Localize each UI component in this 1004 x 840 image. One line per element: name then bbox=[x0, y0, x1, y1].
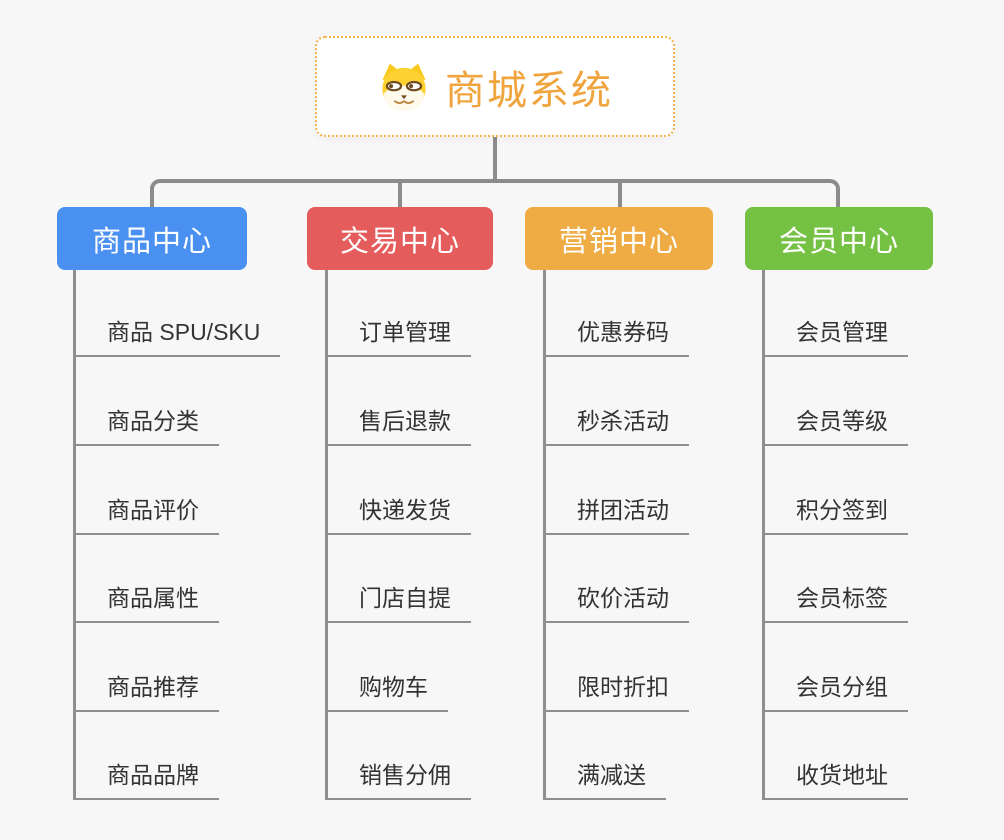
leaf-node[interactable]: 销售分佣 bbox=[325, 761, 471, 800]
branch-trunk-line bbox=[543, 270, 546, 800]
connector-branch-drop bbox=[618, 183, 622, 207]
leaf-node[interactable]: 商品 SPU/SKU bbox=[73, 318, 281, 357]
leaf-node[interactable]: 快递发货 bbox=[325, 496, 471, 535]
leaf-node[interactable]: 购物车 bbox=[325, 673, 448, 712]
leaf-node[interactable]: 会员等级 bbox=[762, 407, 908, 446]
leaf-node[interactable]: 商品推荐 bbox=[73, 673, 219, 712]
branch-node-3[interactable]: 营销中心 bbox=[525, 207, 713, 270]
leaf-node[interactable]: 限时折扣 bbox=[543, 673, 689, 712]
leaf-node[interactable]: 会员管理 bbox=[762, 318, 908, 357]
shiba-dog-icon bbox=[382, 63, 426, 111]
branch-node-1[interactable]: 商品中心 bbox=[57, 207, 247, 270]
leaf-node[interactable]: 商品品牌 bbox=[73, 761, 219, 800]
leaf-node[interactable]: 订单管理 bbox=[325, 318, 471, 357]
leaf-node[interactable]: 商品分类 bbox=[73, 407, 219, 446]
branch-trunk-line bbox=[325, 270, 328, 800]
branch-trunk-line bbox=[73, 270, 76, 800]
connector-bus bbox=[150, 179, 840, 207]
leaf-node[interactable]: 商品评价 bbox=[73, 496, 219, 535]
leaf-node[interactable]: 优惠券码 bbox=[543, 318, 689, 357]
leaf-node[interactable]: 门店自提 bbox=[325, 584, 471, 623]
leaf-node[interactable]: 商品属性 bbox=[73, 584, 219, 623]
leaf-node[interactable]: 积分签到 bbox=[762, 496, 908, 535]
branch-node-2[interactable]: 交易中心 bbox=[307, 207, 493, 270]
branch-node-4[interactable]: 会员中心 bbox=[745, 207, 933, 270]
leaf-node[interactable]: 秒杀活动 bbox=[543, 407, 689, 446]
leaf-node[interactable]: 会员标签 bbox=[762, 584, 908, 623]
leaf-node[interactable]: 收货地址 bbox=[762, 761, 908, 800]
root-title: 商城系统 bbox=[445, 68, 613, 113]
leaf-node[interactable]: 满减送 bbox=[543, 761, 666, 800]
connector-branch-drop bbox=[398, 183, 402, 207]
leaf-node[interactable]: 会员分组 bbox=[762, 673, 908, 712]
root-node-mall-system[interactable]: 商城系统 bbox=[315, 36, 675, 137]
connector-root-drop bbox=[493, 135, 497, 183]
leaf-node[interactable]: 拼团活动 bbox=[543, 496, 689, 535]
branch-trunk-line bbox=[762, 270, 765, 800]
leaf-node[interactable]: 砍价活动 bbox=[543, 584, 689, 623]
leaf-node[interactable]: 售后退款 bbox=[325, 407, 471, 446]
